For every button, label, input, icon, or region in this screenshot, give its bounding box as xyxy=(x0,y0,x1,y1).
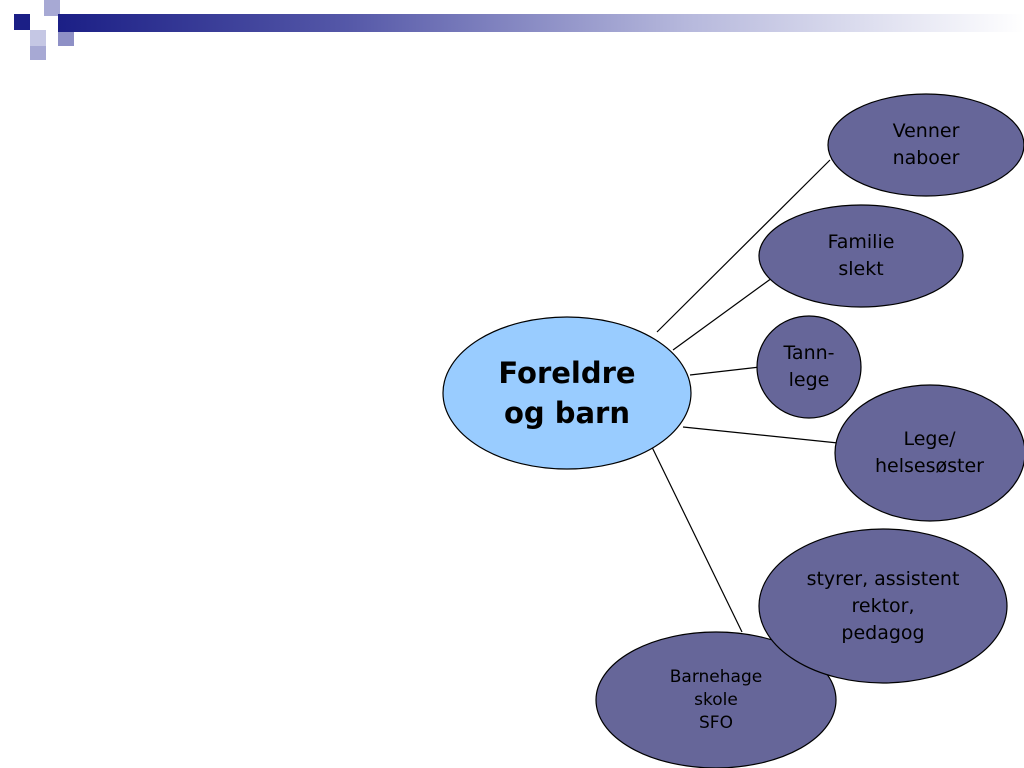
node-label-venner: Venner naboer xyxy=(892,120,960,169)
node-barnehage xyxy=(595,631,837,768)
connector-venner xyxy=(656,159,831,333)
connector-tannlege xyxy=(689,366,761,376)
node-familie xyxy=(758,204,964,308)
node-label-barnehage: Barnehage skole SFO xyxy=(669,666,763,733)
connector-lines xyxy=(649,159,839,633)
node-label-familie: Familie slekt xyxy=(827,231,895,280)
node-lege xyxy=(834,384,1024,522)
corner-square-light xyxy=(30,30,46,46)
node-venner xyxy=(827,93,1024,197)
node-label-lege: Lege/ helsesøster xyxy=(875,428,984,477)
header-gradient-bar xyxy=(58,14,1024,32)
node-tannlege xyxy=(756,315,862,419)
corner-square-light xyxy=(30,46,46,60)
connector-lege xyxy=(682,426,839,444)
corner-square-light xyxy=(44,0,60,16)
node-styrer xyxy=(758,528,1008,684)
connector-familie xyxy=(672,277,773,351)
node-label-styrer: styrer, assistent rektor, pedagog xyxy=(806,567,960,644)
corner-square-dark xyxy=(14,14,30,30)
node-label-tannlege: Tann- lege xyxy=(783,342,835,391)
center-label: Foreldre og barn xyxy=(498,356,636,430)
corner-square-medium xyxy=(58,30,74,46)
connector-barnehage xyxy=(649,442,743,633)
node-center xyxy=(442,316,692,470)
